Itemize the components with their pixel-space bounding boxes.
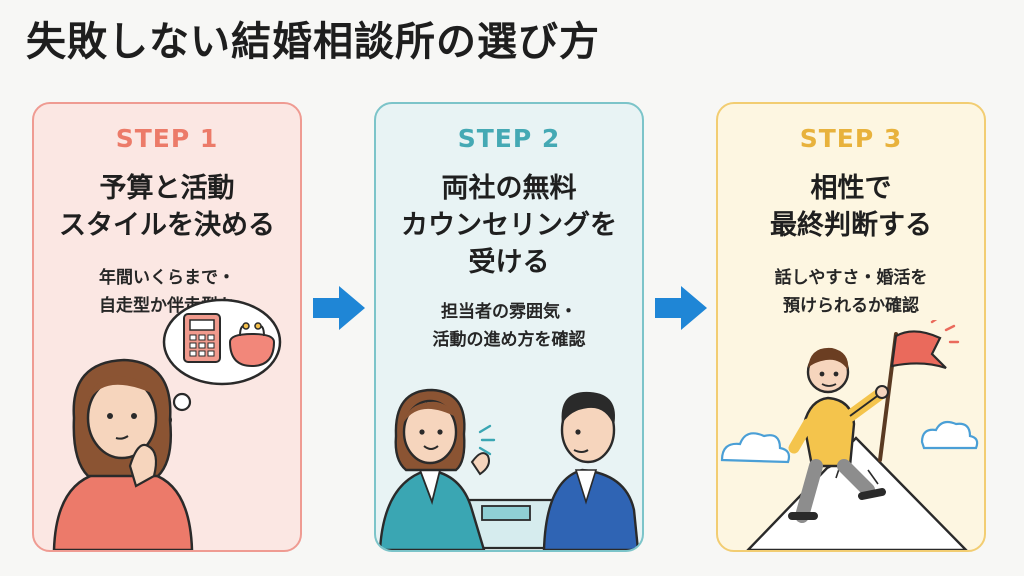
step-3-label: STEP 3: [799, 124, 903, 153]
step-2-desc-line-2: 活動の進め方を確認: [432, 330, 586, 350]
step-3-heading: 相性で 最終判断する: [724, 170, 978, 244]
step-2-description: 担当者の雰囲気・ 活動の進め方を確認: [382, 298, 636, 354]
counselor-woman: [378, 388, 496, 550]
mountain-flag-illustration: [720, 320, 979, 550]
step-1-card: STEP 1 予算と活動 スタイルを決める 年間いくらまで・ 自走型か伴走型か: [32, 102, 302, 552]
cloud-icon: [720, 420, 979, 464]
step-1-desc-line-1: 年間いくらまで・: [99, 268, 235, 288]
step-2-heading-line-1: 両社の無料: [441, 173, 577, 204]
client-man: [542, 391, 640, 550]
step-3-heading-line-2: 最終判断する: [770, 210, 932, 241]
step-2-label: STEP 2: [457, 124, 561, 153]
step-2-heading: 両社の無料 カウンセリングを 受ける: [382, 170, 636, 281]
step-1-heading-line-1: 予算と活動: [99, 173, 235, 204]
page-title: 失敗しない結婚相談所の選び方: [26, 19, 600, 65]
step-2-heading-line-2: カウンセリングを: [401, 210, 617, 241]
woman-figure: [52, 358, 194, 550]
step-1-heading-line-2: スタイルを決める: [59, 210, 275, 241]
step-3-card: STEP 3 相性で 最終判断する 話しやすさ・婚活を 預けられるか確認: [716, 102, 986, 552]
arrow-right-icon: [313, 286, 365, 330]
step-1-label: STEP 1: [115, 124, 219, 153]
step-3-description: 話しやすさ・婚活を 預けられるか確認: [724, 264, 978, 320]
step-3-desc-line-1: 話しやすさ・婚活を: [774, 268, 928, 288]
coin-purse-icon: [228, 322, 276, 368]
step-3-desc-line-2: 預けられるか確認: [783, 296, 919, 316]
thinking-woman-illustration: [52, 298, 282, 550]
step-2-heading-line-3: 受ける: [468, 247, 550, 278]
step-2-desc-line-1: 担当者の雰囲気・: [441, 302, 577, 322]
arrow-right-icon-2: [655, 286, 707, 330]
step-1-heading: 予算と活動 スタイルを決める: [40, 170, 294, 244]
step-3-heading-line-1: 相性で: [810, 173, 892, 204]
climber-figure: [788, 347, 889, 523]
calculator-icon: [183, 313, 221, 363]
step-2-card: STEP 2 両社の無料 カウンセリングを 受ける 担当者の雰囲気・ 活動の進め…: [374, 102, 644, 552]
flag-icon: [878, 320, 960, 462]
counseling-illustration: [378, 388, 640, 550]
